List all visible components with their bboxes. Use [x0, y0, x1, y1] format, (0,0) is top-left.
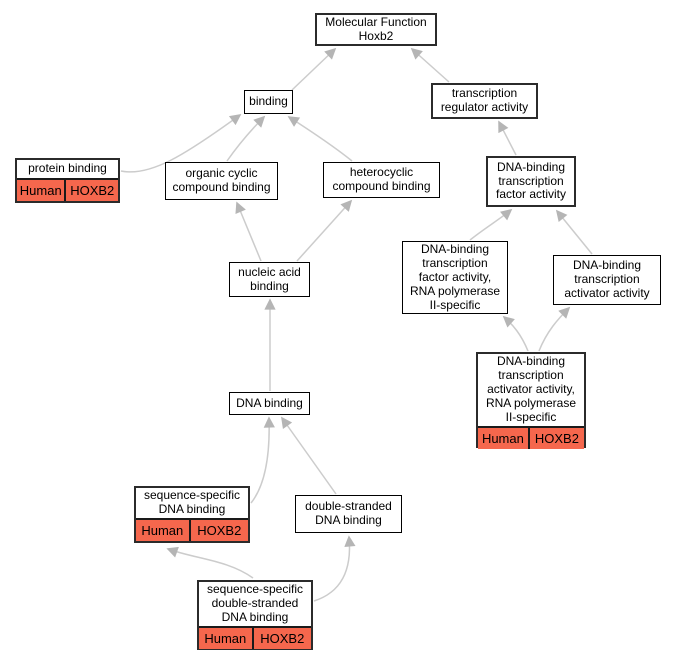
node-binding[interactable]: binding	[244, 90, 293, 114]
annotation-row: Human HOXB2	[17, 178, 118, 201]
node-label: DNA-binding transcription activator acti…	[564, 258, 650, 300]
edge-binding-to-molecular-function	[291, 47, 337, 91]
species-badge[interactable]: Human	[136, 520, 189, 541]
edge-dna-tf-activity-to-transcription-regulator	[498, 120, 517, 156]
node-label: DNA-binding transcription factor activit…	[409, 242, 501, 312]
node-nucleic-acid-binding[interactable]: nucleic acid binding	[229, 262, 310, 297]
gene-badge[interactable]: HOXB2	[188, 520, 248, 541]
edge-heterocyclic-to-binding	[287, 116, 353, 162]
edge-seq-ds-to-double-stranded	[313, 535, 356, 602]
annotation-row: Human HOXB2	[136, 518, 248, 541]
node-dna-binding-transcription-factor-activity-rna-polymerase-ii-specific[interactable]: DNA-binding transcription factor activit…	[402, 241, 508, 314]
node-sequence-specific-dna-binding[interactable]: sequence-specific DNA binding Human HOXB…	[134, 486, 250, 543]
node-label: sequence-specific DNA binding	[143, 488, 241, 516]
gene-badge[interactable]: HOXB2	[251, 627, 311, 649]
node-molecular-function-hoxb2[interactable]: Molecular Function Hoxb2	[315, 13, 437, 46]
edge-nucleic-acid-to-heterocyclic	[296, 199, 353, 262]
node-dna-binding-transcription-activator-activity-rna-polymerase-ii-specific[interactable]: DNA-binding transcription activator acti…	[476, 352, 586, 449]
edge-sequence-specific-to-dna-binding	[250, 416, 275, 504]
gene-badge[interactable]: HOXB2	[527, 427, 584, 449]
node-sequence-specific-double-stranded-dna-binding[interactable]: sequence-specific double-stranded DNA bi…	[197, 580, 313, 650]
node-label: transcription regulator activity	[440, 86, 529, 114]
node-dna-binding-transcription-factor-activity[interactable]: DNA-binding transcription factor activit…	[486, 156, 576, 207]
edge-activator-ii-to-tf-rna-ii	[502, 315, 529, 352]
node-label: protein binding	[28, 161, 107, 176]
edge-tf-rna-ii-to-dna-tf-activity	[469, 208, 513, 241]
node-label: sequence-specific double-stranded DNA bi…	[206, 582, 304, 624]
node-label: Molecular Function Hoxb2	[325, 15, 427, 43]
node-label: heterocyclic compound binding	[332, 165, 431, 193]
edge-seq-ds-to-sequence-specific	[166, 546, 254, 579]
node-label: organic cyclic compound binding	[172, 166, 271, 194]
edge-transcription-regulator-to-molecular-function	[410, 47, 450, 83]
edge-activator-ii-to-activator	[538, 306, 571, 352]
edge-organic-cyclic-to-binding	[226, 115, 266, 162]
node-label: DNA binding	[236, 395, 303, 410]
node-dna-binding[interactable]: DNA binding	[229, 392, 310, 415]
gene-badge[interactable]: HOXB2	[64, 180, 118, 201]
edge-nucleic-acid-to-organic-cyclic	[235, 201, 262, 262]
node-heterocyclic-compound-binding[interactable]: heterocyclic compound binding	[323, 162, 440, 198]
node-label: nucleic acid binding	[238, 264, 301, 293]
node-label: DNA-binding transcription activator acti…	[485, 354, 577, 424]
node-protein-binding[interactable]: protein binding Human HOXB2	[15, 158, 120, 203]
edge-activator-to-dna-tf-activity	[555, 209, 593, 255]
node-dna-binding-transcription-activator-activity[interactable]: DNA-binding transcription activator acti…	[553, 255, 661, 305]
annotation-row: Human HOXB2	[199, 625, 311, 649]
edge-protein-binding-to-binding	[120, 114, 242, 173]
node-double-stranded-dna-binding[interactable]: double-stranded DNA binding	[295, 495, 402, 533]
species-badge[interactable]: Human	[17, 180, 65, 201]
edge-double-stranded-to-dna-binding	[281, 416, 337, 495]
node-organic-cyclic-compound-binding[interactable]: organic cyclic compound binding	[165, 162, 278, 200]
species-badge[interactable]: Human	[199, 627, 252, 649]
node-label: DNA-binding transcription factor activit…	[495, 159, 567, 202]
node-label: double-stranded DNA binding	[305, 499, 392, 527]
node-label: binding	[249, 94, 288, 109]
species-badge[interactable]: Human	[478, 427, 528, 449]
node-transcription-regulator-activity[interactable]: transcription regulator activity	[431, 83, 538, 119]
annotation-row: Human HOXB2	[478, 425, 584, 449]
